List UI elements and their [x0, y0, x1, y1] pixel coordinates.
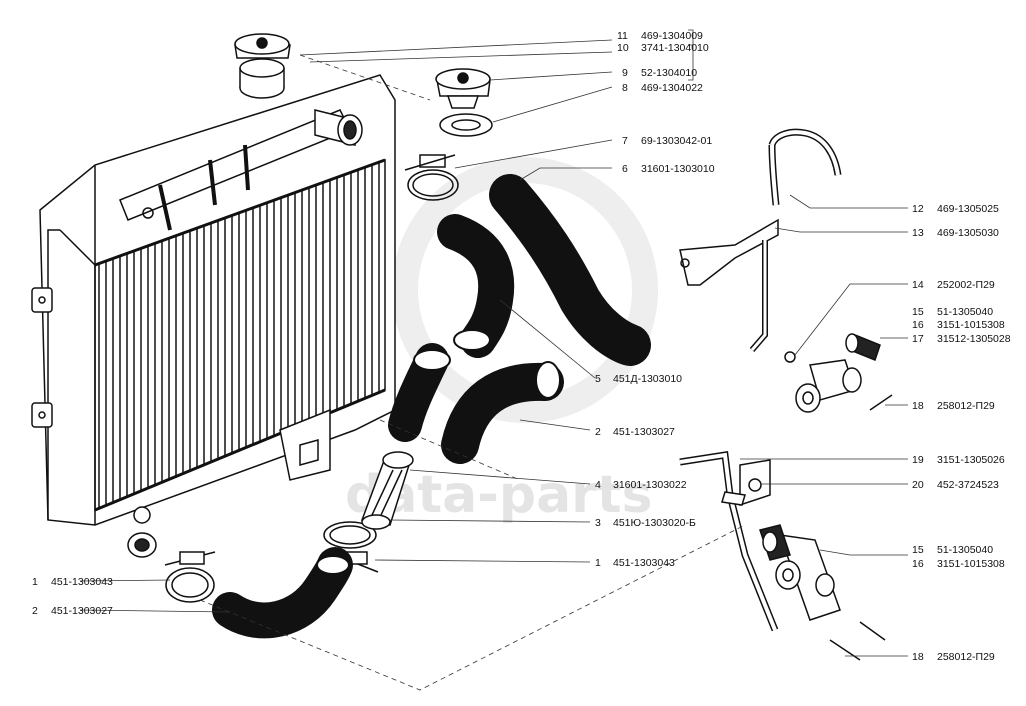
- svg-text:258012-П29: 258012-П29: [937, 400, 995, 412]
- svg-text:451-1303027: 451-1303027: [613, 426, 675, 438]
- svg-text:20: 20: [912, 479, 924, 491]
- callout-1-left: 1 451-1303043: [32, 576, 113, 588]
- svg-text:252002-П29: 252002-П29: [937, 279, 995, 291]
- svg-text:6: 6: [622, 163, 628, 175]
- svg-text:69-1303042-01: 69-1303042-01: [641, 135, 712, 147]
- callout-3: 3 451Ю-1303020-Б: [595, 517, 696, 529]
- callout-4: 4 31601-1303022: [595, 479, 687, 491]
- callout-16-lower: 16 3151-1015308: [912, 558, 1005, 570]
- svg-text:469-1304022: 469-1304022: [641, 82, 703, 94]
- svg-text:2: 2: [595, 426, 601, 438]
- callout-2-upper: 2 451-1303027: [595, 426, 675, 438]
- svg-text:451Ю-1303020-Б: 451Ю-1303020-Б: [613, 517, 696, 529]
- hose-5: [437, 214, 515, 358]
- svg-text:451-1303043: 451-1303043: [613, 557, 675, 569]
- callout-8: 8 469-1304022: [622, 82, 703, 94]
- hose-4: [388, 343, 451, 442]
- svg-text:31601-1303022: 31601-1303022: [613, 479, 687, 491]
- callout-13: 13 469-1305030: [912, 227, 999, 239]
- callout-15-upper: 15 51-1305040: [912, 306, 993, 318]
- svg-text:5: 5: [595, 373, 601, 385]
- radiator-cap-part: [435, 68, 491, 109]
- drain-tube-assembly: [679, 450, 886, 661]
- hose-clamp-upper: [404, 154, 459, 201]
- callout-12: 12 469-1305025: [912, 203, 999, 215]
- svg-text:4: 4: [595, 479, 601, 491]
- svg-text:10: 10: [617, 42, 629, 54]
- svg-text:7: 7: [622, 135, 628, 147]
- callout-19: 19 3151-1305026: [912, 454, 1005, 466]
- svg-text:12: 12: [912, 203, 924, 215]
- callout-5: 5 451Д-1303010: [595, 373, 682, 385]
- callout-16-upper: 16 3151-1015308: [912, 319, 1005, 331]
- svg-text:1: 1: [595, 557, 601, 569]
- svg-text:3741-1304010: 3741-1304010: [641, 42, 709, 54]
- connecting-pipe: [360, 451, 414, 530]
- svg-text:2: 2: [32, 605, 38, 617]
- svg-text:3151-1015308: 3151-1015308: [937, 558, 1005, 570]
- callout-1-right: 1 451-1303043: [595, 557, 675, 569]
- svg-text:11: 11: [617, 30, 628, 42]
- svg-text:15: 15: [912, 544, 924, 556]
- svg-text:258012-П29: 258012-П29: [937, 651, 995, 663]
- svg-text:469-1305030: 469-1305030: [937, 227, 999, 239]
- callout-14: 14 252002-П29: [912, 279, 995, 291]
- callout-17: 17 31512-1305028: [912, 333, 1011, 345]
- svg-text:31601-1303010: 31601-1303010: [641, 163, 715, 175]
- hose-clamp-lower-left: [164, 551, 216, 603]
- callout-15-lower: 15 51-1305040: [912, 544, 993, 556]
- radiator-cap-installed: [234, 33, 291, 59]
- svg-text:452-3724523: 452-3724523: [937, 479, 999, 491]
- leader-lines: [79, 29, 908, 691]
- callout-9: 9 52-1304010: [622, 67, 697, 79]
- svg-text:451-1303027: 451-1303027: [51, 605, 113, 617]
- watermark: data-parts: [345, 157, 658, 525]
- svg-text:15: 15: [912, 306, 924, 318]
- callout-11: 11 469-1304009: [617, 30, 703, 42]
- svg-text:8: 8: [622, 82, 628, 94]
- svg-text:3: 3: [595, 517, 601, 529]
- callout-6: 6 31601-1303010: [622, 163, 715, 175]
- svg-text:9: 9: [622, 67, 628, 79]
- svg-text:51-1305040: 51-1305040: [937, 544, 993, 556]
- svg-text:451-1303043: 451-1303043: [51, 576, 113, 588]
- svg-text:19: 19: [912, 454, 924, 466]
- svg-text:3151-1015308: 3151-1015308: [937, 319, 1005, 331]
- hose-2-upper: [441, 361, 564, 464]
- svg-text:13: 13: [912, 227, 924, 239]
- svg-text:469-1304009: 469-1304009: [641, 30, 703, 42]
- svg-text:14: 14: [912, 279, 924, 291]
- callout-7: 7 69-1303042-01: [622, 135, 712, 147]
- callout-18-upper: 18 258012-П29: [912, 400, 995, 412]
- cap-gasket: [439, 113, 493, 137]
- svg-text:51-1305040: 51-1305040: [937, 306, 993, 318]
- svg-text:16: 16: [912, 319, 924, 331]
- svg-text:31512-1305028: 31512-1305028: [937, 333, 1011, 345]
- svg-text:1: 1: [32, 576, 38, 588]
- svg-text:469-1305025: 469-1305025: [937, 203, 999, 215]
- hose-2-lower: [212, 547, 353, 639]
- svg-text:3151-1305026: 3151-1305026: [937, 454, 1005, 466]
- callout-18-lower: 18 258012-П29: [912, 651, 995, 663]
- svg-text:52-1304010: 52-1304010: [641, 67, 697, 79]
- callout-10: 10 3741-1304010: [617, 42, 709, 54]
- svg-text:18: 18: [912, 400, 924, 412]
- drain-tap-upper: [795, 333, 893, 413]
- radiator: [31, 58, 396, 558]
- svg-text:16: 16: [912, 558, 924, 570]
- hose-6: [489, 174, 651, 366]
- svg-text:451Д-1303010: 451Д-1303010: [613, 373, 682, 385]
- svg-text:17: 17: [912, 333, 924, 345]
- callout-20: 20 452-3724523: [912, 479, 999, 491]
- svg-text:18: 18: [912, 651, 924, 663]
- callout-2-left: 2 451-1303027: [32, 605, 113, 617]
- vent-tube-assembly: [679, 128, 842, 363]
